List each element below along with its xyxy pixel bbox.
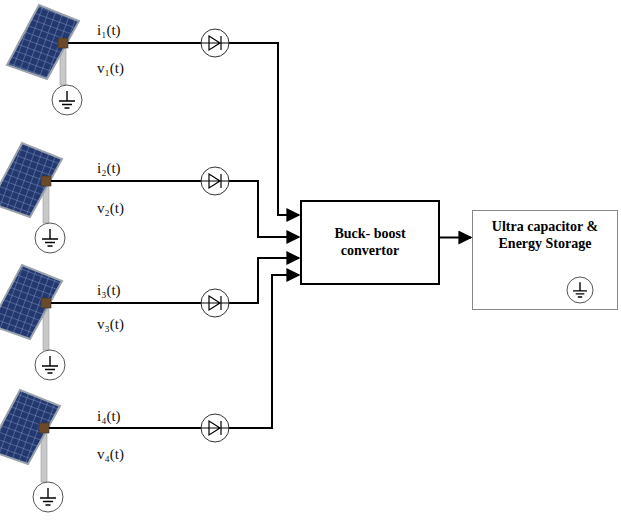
- pv-branch: [0, 275, 299, 512]
- panel-mount: [39, 423, 49, 433]
- box-text: Ultra capacitor & Energy Storage: [481, 219, 609, 253]
- pv-branch: [7, 5, 299, 215]
- ground-symbol: [42, 356, 58, 373]
- ground-circle: [52, 85, 82, 115]
- panel-mount: [41, 176, 51, 186]
- diode-circle: [201, 289, 229, 317]
- pv-wire: [51, 181, 299, 237]
- current-label: i₁(t): [96, 22, 122, 39]
- pv-wire: [68, 43, 299, 215]
- converter-box: Buck- boost convertor: [300, 200, 440, 285]
- diode-circle: [201, 414, 229, 442]
- ground-symbol: [573, 282, 587, 297]
- diode-symbol: [201, 296, 229, 310]
- diode-circle: [201, 29, 229, 57]
- ground-circle: [33, 482, 63, 512]
- ground-circle: [35, 350, 65, 380]
- box-text: Buck- boost convertor: [312, 226, 428, 260]
- ground-symbol: [42, 229, 58, 246]
- panel-mount: [58, 38, 68, 48]
- pv-branch: [0, 143, 299, 253]
- storage-ground: [567, 277, 593, 303]
- ground-symbol: [40, 488, 56, 505]
- diode-circle: [201, 167, 229, 195]
- voltage-label: v₁(t): [96, 60, 125, 77]
- pv-wire: [49, 275, 299, 428]
- diode-symbol: [201, 36, 229, 50]
- current-label: i₃(t): [96, 282, 122, 299]
- ground-circle: [35, 223, 65, 253]
- diode-symbol: [201, 421, 229, 435]
- storage-box: Ultra capacitor & Energy Storage: [472, 210, 618, 310]
- diode-symbol: [201, 174, 229, 188]
- ground-symbol: [59, 91, 75, 108]
- current-label: i₂(t): [96, 160, 122, 177]
- panel-mount: [41, 298, 51, 308]
- flow-arrow: [440, 237, 471, 239]
- voltage-label: v₄(t): [96, 446, 125, 463]
- pv-wire: [51, 258, 299, 303]
- current-label: i₄(t): [96, 408, 122, 425]
- pv-branch: [0, 258, 299, 380]
- voltage-label: v₃(t): [96, 316, 125, 333]
- ground-circle: [567, 277, 593, 303]
- voltage-label: v₂(t): [96, 200, 125, 217]
